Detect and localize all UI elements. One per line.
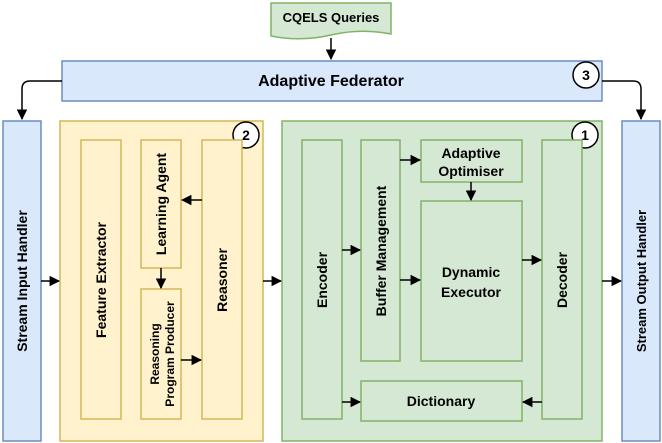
reasoning-program-producer-label-line1: Reasoning (148, 323, 162, 384)
stream-input-handler-label: Stream Input Handler (14, 210, 30, 352)
arrow-federator-to-input (16, 80, 62, 121)
reasoner-label: Reasoner (214, 248, 230, 312)
stream-input-handler-node: Stream Input Handler (2, 120, 42, 442)
encoder-node: Encoder (301, 139, 343, 420)
arrow-federator-to-output (602, 80, 647, 121)
decoder-node: Decoder (541, 139, 583, 420)
buffer-management-node: Buffer Management (360, 139, 401, 362)
decoder-label: Decoder (554, 251, 570, 308)
buffer-management-label: Buffer Management (373, 185, 389, 316)
svg-text:2: 2 (242, 127, 250, 143)
learning-agent-label: Learning Agent (153, 153, 169, 255)
cqels-queries-node: CQELS Queries (270, 2, 392, 40)
dictionary-node: Dictionary (360, 380, 523, 422)
learning-agent-node: Learning Agent (140, 139, 182, 269)
feature-extractor-label: Feature Extractor (93, 221, 109, 337)
dynamic-executor-node: Dynamic Executor (420, 200, 523, 362)
stream-output-handler-node: Stream Output Handler (621, 120, 661, 442)
adaptive-optimiser-label-line1: Adaptive (441, 145, 500, 161)
stream-output-handler-label: Stream Output Handler (634, 210, 649, 352)
connectors (16, 38, 647, 408)
svg-text:1: 1 (581, 127, 589, 143)
reasoning-program-producer-node: Reasoning Program Producer (140, 288, 182, 420)
svg-text:3: 3 (582, 67, 590, 83)
federator-badge: 3 (572, 61, 600, 89)
dynamic-executor-label-line2: Executor (441, 284, 501, 300)
dynamic-executor-label-line1: Dynamic (442, 264, 501, 280)
cqels-queries-label: CQELS Queries (283, 10, 380, 25)
encoder-label: Encoder (314, 251, 330, 308)
reasoning-program-producer-label-line2: Program Producer (163, 301, 177, 407)
reasoner-node: Reasoner (201, 139, 243, 420)
adaptive-federator-node: Adaptive Federator (61, 60, 603, 102)
adaptive-optimiser-node: Adaptive Optimiser (420, 139, 523, 183)
adaptive-federator-label: Adaptive Federator (258, 73, 404, 90)
adaptive-optimiser-label-line2: Optimiser (438, 163, 504, 179)
feature-extractor-node: Feature Extractor (80, 139, 122, 420)
dictionary-label: Dictionary (407, 393, 476, 409)
